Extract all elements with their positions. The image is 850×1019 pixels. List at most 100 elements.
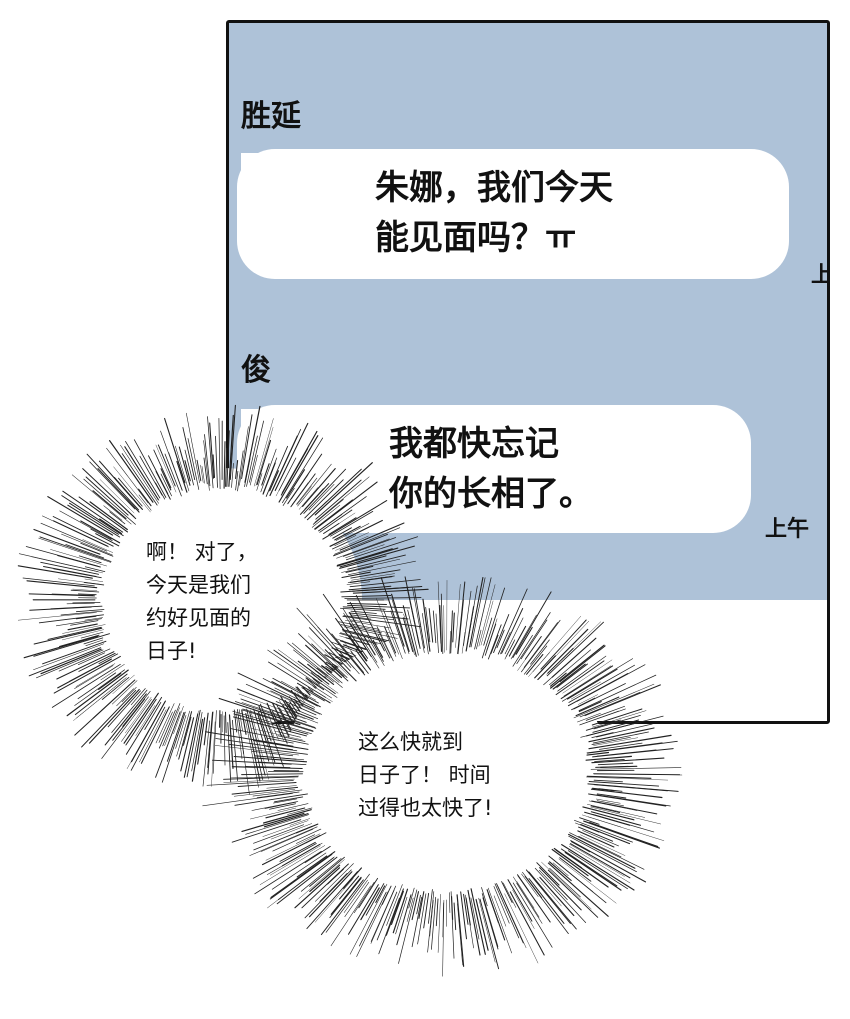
speed-line xyxy=(372,639,384,658)
speed-line xyxy=(70,620,99,626)
speed-line xyxy=(103,505,123,521)
speed-line xyxy=(275,701,319,720)
speed-line xyxy=(113,466,151,513)
speed-line xyxy=(206,780,294,786)
speed-line xyxy=(346,581,371,585)
speed-line xyxy=(192,710,199,739)
speed-line xyxy=(264,712,275,739)
speed-line xyxy=(552,663,586,690)
speed-line xyxy=(42,515,110,548)
speed-line xyxy=(336,532,369,548)
speed-line xyxy=(223,441,226,489)
speed-line xyxy=(212,454,216,479)
speed-line xyxy=(395,896,408,935)
speed-line xyxy=(588,800,638,811)
speed-line xyxy=(298,859,345,900)
speed-line xyxy=(528,615,582,677)
speed-line xyxy=(53,568,102,579)
speed-line xyxy=(77,652,106,666)
speed-line xyxy=(125,698,157,746)
speed-line xyxy=(334,527,401,555)
speed-line xyxy=(479,898,500,970)
speed-line xyxy=(84,578,104,582)
speed-line xyxy=(38,537,112,563)
speed-line xyxy=(315,479,362,520)
speed-line xyxy=(377,634,391,659)
speed-line xyxy=(512,591,552,658)
speed-line xyxy=(205,731,294,747)
speed-line xyxy=(100,664,125,681)
speed-line xyxy=(277,735,306,742)
speed-line xyxy=(452,612,455,643)
speed-line xyxy=(341,595,392,598)
speed-line xyxy=(494,883,520,939)
speed-line xyxy=(329,519,383,547)
speed-line xyxy=(229,404,236,480)
speed-line xyxy=(573,683,626,710)
speed-line xyxy=(536,862,560,886)
speed-line xyxy=(80,542,114,557)
speed-line xyxy=(280,680,316,701)
thought-text: 这么快就到 日子了！ 时间 过得也太快了! xyxy=(358,730,493,820)
speed-line xyxy=(303,468,347,514)
speed-line xyxy=(437,894,441,953)
speed-line xyxy=(522,871,543,899)
speed-line xyxy=(274,730,301,738)
speed-line xyxy=(360,887,380,921)
speed-line xyxy=(113,476,143,510)
speed-line xyxy=(593,784,668,792)
speed-line xyxy=(121,698,152,742)
speed-line xyxy=(237,450,244,492)
speed-line xyxy=(439,604,443,652)
speed-line xyxy=(568,835,637,873)
speed-line xyxy=(582,814,622,828)
speed-line xyxy=(268,661,327,698)
speed-line xyxy=(546,621,602,675)
speed-line xyxy=(596,793,627,799)
speed-line xyxy=(168,452,183,491)
speed-line xyxy=(273,649,336,695)
speed-line xyxy=(585,719,621,731)
speed-line xyxy=(517,648,534,671)
speed-line xyxy=(38,614,104,624)
speed-line xyxy=(517,875,551,923)
speed-line xyxy=(282,487,295,506)
speed-line xyxy=(475,898,489,951)
speed-line xyxy=(228,714,234,769)
speed-line xyxy=(570,681,601,700)
speed-line xyxy=(33,627,103,645)
speed-line xyxy=(508,625,527,657)
speed-line xyxy=(184,449,194,486)
speed-line xyxy=(287,807,313,815)
speed-line xyxy=(480,600,494,646)
speed-line xyxy=(487,624,502,660)
speed-line xyxy=(487,887,512,954)
speed-line xyxy=(308,627,351,672)
speed-line xyxy=(286,469,305,499)
speed-line xyxy=(504,617,524,655)
speed-line xyxy=(231,462,234,488)
speed-line xyxy=(60,610,103,616)
speed-line xyxy=(18,553,99,572)
speed-line xyxy=(277,803,309,811)
speed-line xyxy=(25,546,98,567)
speed-line xyxy=(391,599,410,654)
speed-line xyxy=(130,700,166,763)
speed-line xyxy=(260,828,314,852)
speed-line xyxy=(214,745,299,756)
speed-line xyxy=(315,863,354,902)
speed-line xyxy=(516,881,535,909)
speed-line xyxy=(251,728,303,741)
speed-line xyxy=(256,791,300,799)
speed-line xyxy=(236,688,314,720)
speed-line xyxy=(33,643,105,670)
speed-line xyxy=(118,477,143,507)
speed-line xyxy=(70,589,100,593)
speed-line xyxy=(249,826,318,856)
speed-line xyxy=(547,869,599,918)
speed-line xyxy=(549,644,605,689)
speed-line xyxy=(262,462,276,495)
sender-name-seungyeon: 胜延 xyxy=(241,99,301,134)
speed-line xyxy=(99,479,135,514)
speed-line xyxy=(125,440,161,499)
